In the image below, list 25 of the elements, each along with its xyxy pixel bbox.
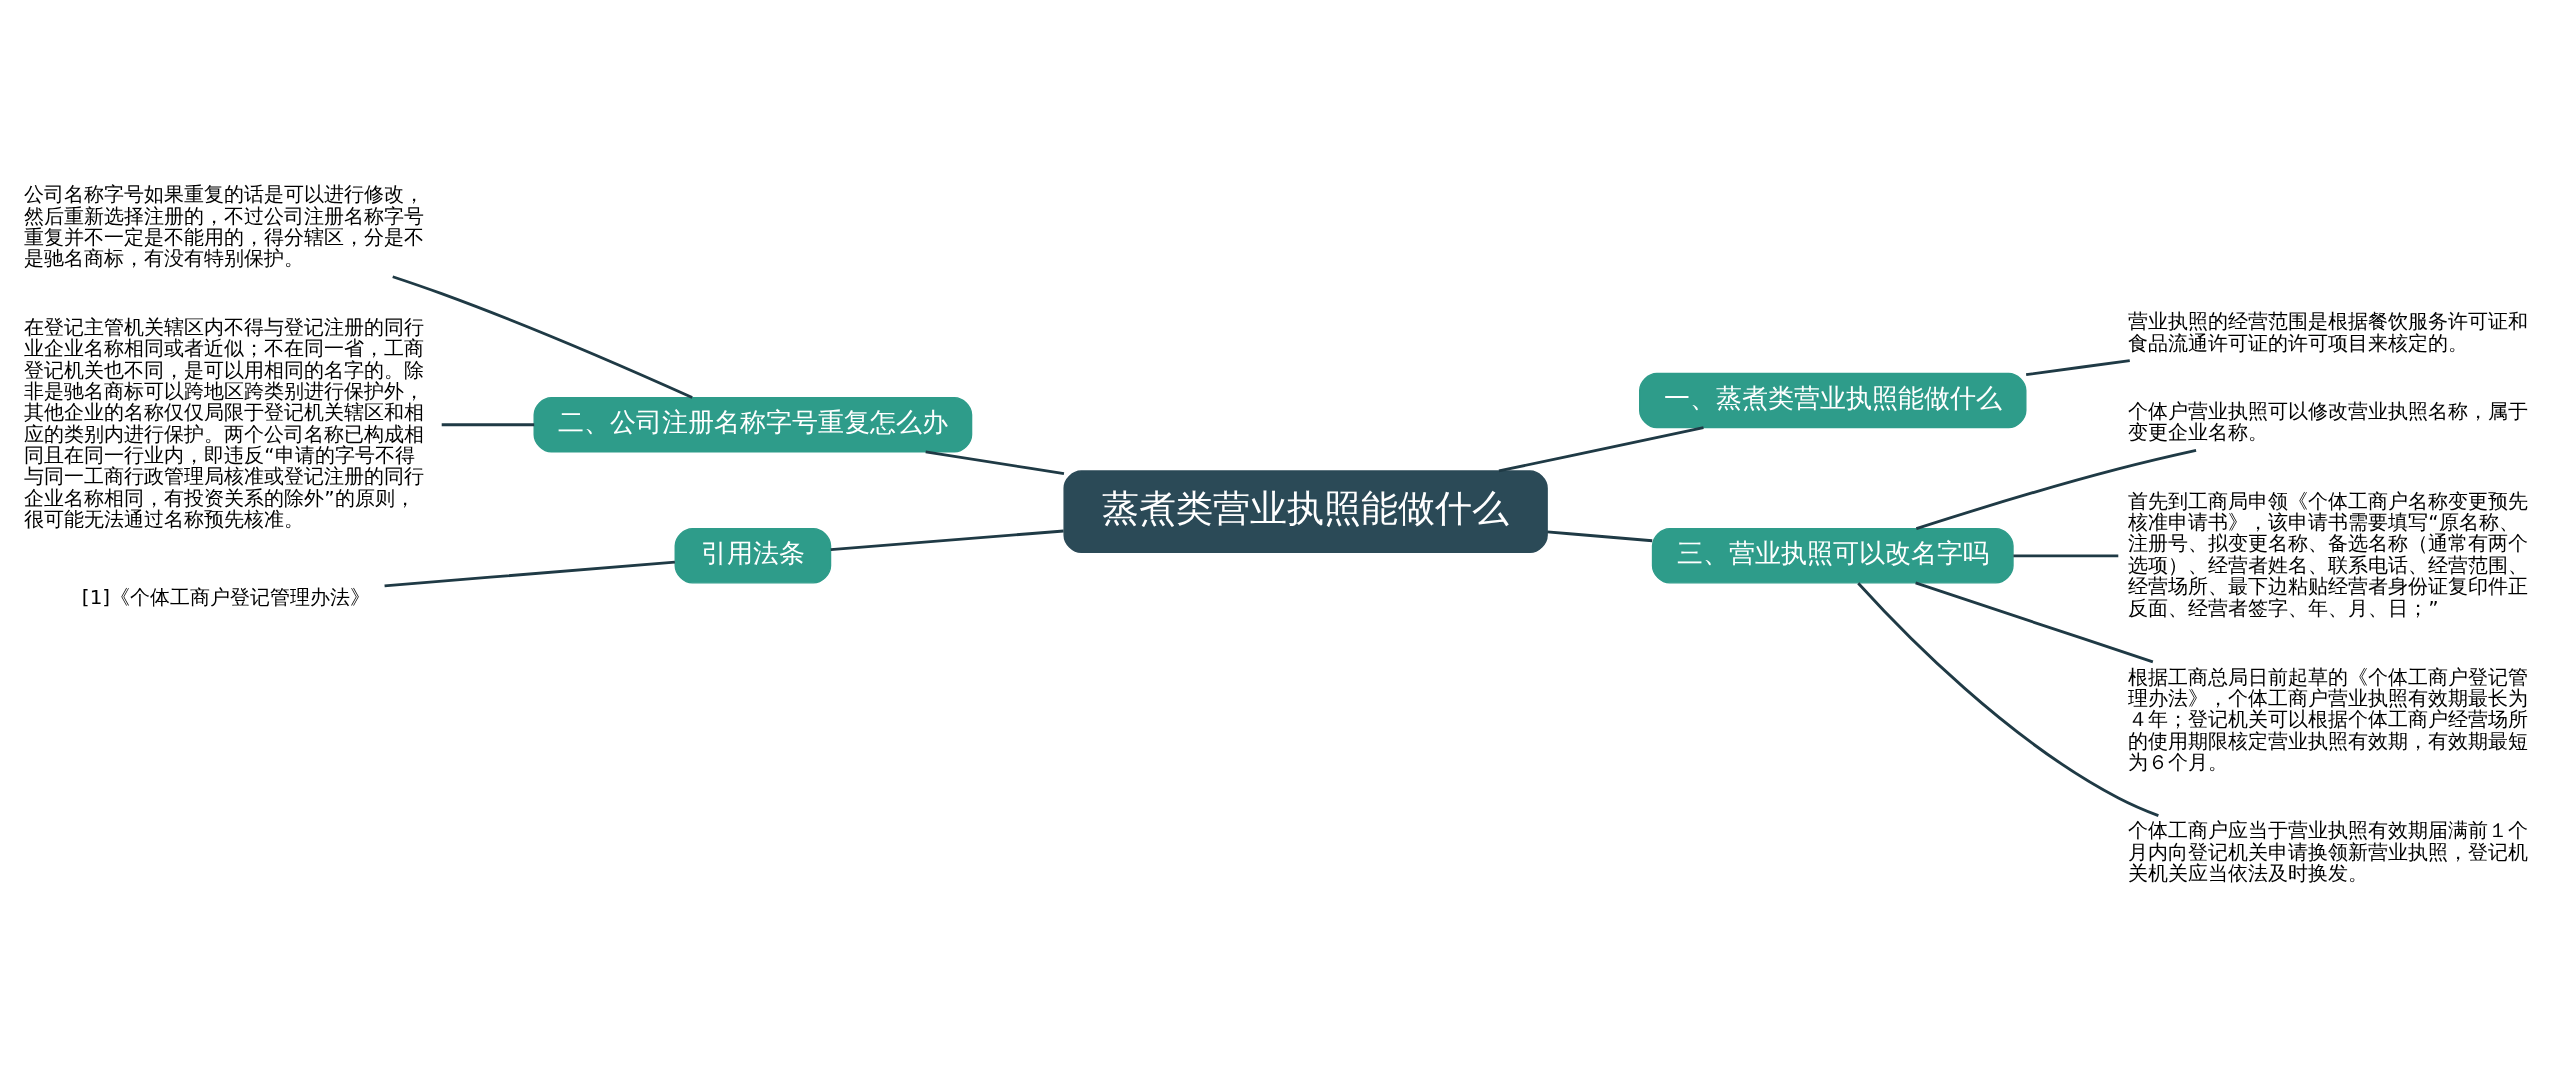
node-box: 蒸煮类营业执照能做什么 <box>1063 470 1548 553</box>
node-text: 在登记主管机关辖区内不得与登记注册的同行业企业名称相同或者近似；不在同一省，工商登记机关也不同，是可以用相同的名字的。除非是驰名商标可以跨地区跨类别进行保护外，其他企业的名称仅仅局限于登记机关辖区和相应的类别内进行保护。两个公司名称已构成相同且在同一行业内，即违反“申请的字号不得与同一工商行政管理局核准或登记注册的同行企业名称相同，有投资关系的除外”的原则，很可能无法通过名称预先核准。 <box>24 314 425 532</box>
connector <box>1547 530 1653 543</box>
node-text: 首先到工商局申领《个体工商户名称变更预先核准申请书》，该申请书需要填写“原名称、注册号、拟变更名称、备选名称（通常有两个选项）、经营者姓名、联系电话、经营范围、经营场所、最下边粘贴经营者身份证复印件正反面、经营者签字、年、月、日；” <box>2128 488 2529 620</box>
connector <box>392 275 693 399</box>
connector <box>925 450 1065 476</box>
node-text: 公司名称字号如果重复的话是可以进行修改，然后重新选择注册的，不过公司注册名称字号重复并不一定是不能用的，得分辖区，分是不是驰名商标，有没有特别保护。 <box>24 182 425 271</box>
connector <box>441 423 535 427</box>
node-text: 个体工商户应当于营业执照有效期届满前１个月内向登记机关申请换领新营业执照，登记机关机关应当依法及时换发。 <box>2128 818 2529 886</box>
node-text: [1]《个体工商户登记管理办法》 <box>81 584 371 609</box>
node-box: 引用法条 <box>674 528 832 584</box>
node-box: 三、营业执照可以改名字吗 <box>1651 528 2014 584</box>
connector <box>1498 426 1704 473</box>
connector <box>1915 581 2154 664</box>
connector <box>384 560 675 588</box>
connector <box>1915 449 2197 530</box>
node-text: 营业执照的经营范围是根据餐饮服务许可证和食品流通许可证的许可项目来核定的。 <box>2128 309 2529 355</box>
node-box: 二、公司注册名称字号重复怎么办 <box>533 396 973 453</box>
connector <box>2013 554 2119 558</box>
node-text: 根据工商总局日前起草的《个体工商户登记管理办法》，个体工商户营业执照有效期最长为４年；登记机关可以根据个体工商户经营场所的使用期限核定营业执照有效期，有效期最短为６个月。 <box>2128 664 2529 775</box>
node-box: 一、蒸煮类营业执照能做什么 <box>1639 372 2027 429</box>
connector <box>1857 582 2159 817</box>
connector <box>2025 359 2130 377</box>
node-text: 个体户营业执照可以修改营业执照名称，属于变更企业名称。 <box>2128 398 2529 445</box>
connector <box>830 529 1064 552</box>
